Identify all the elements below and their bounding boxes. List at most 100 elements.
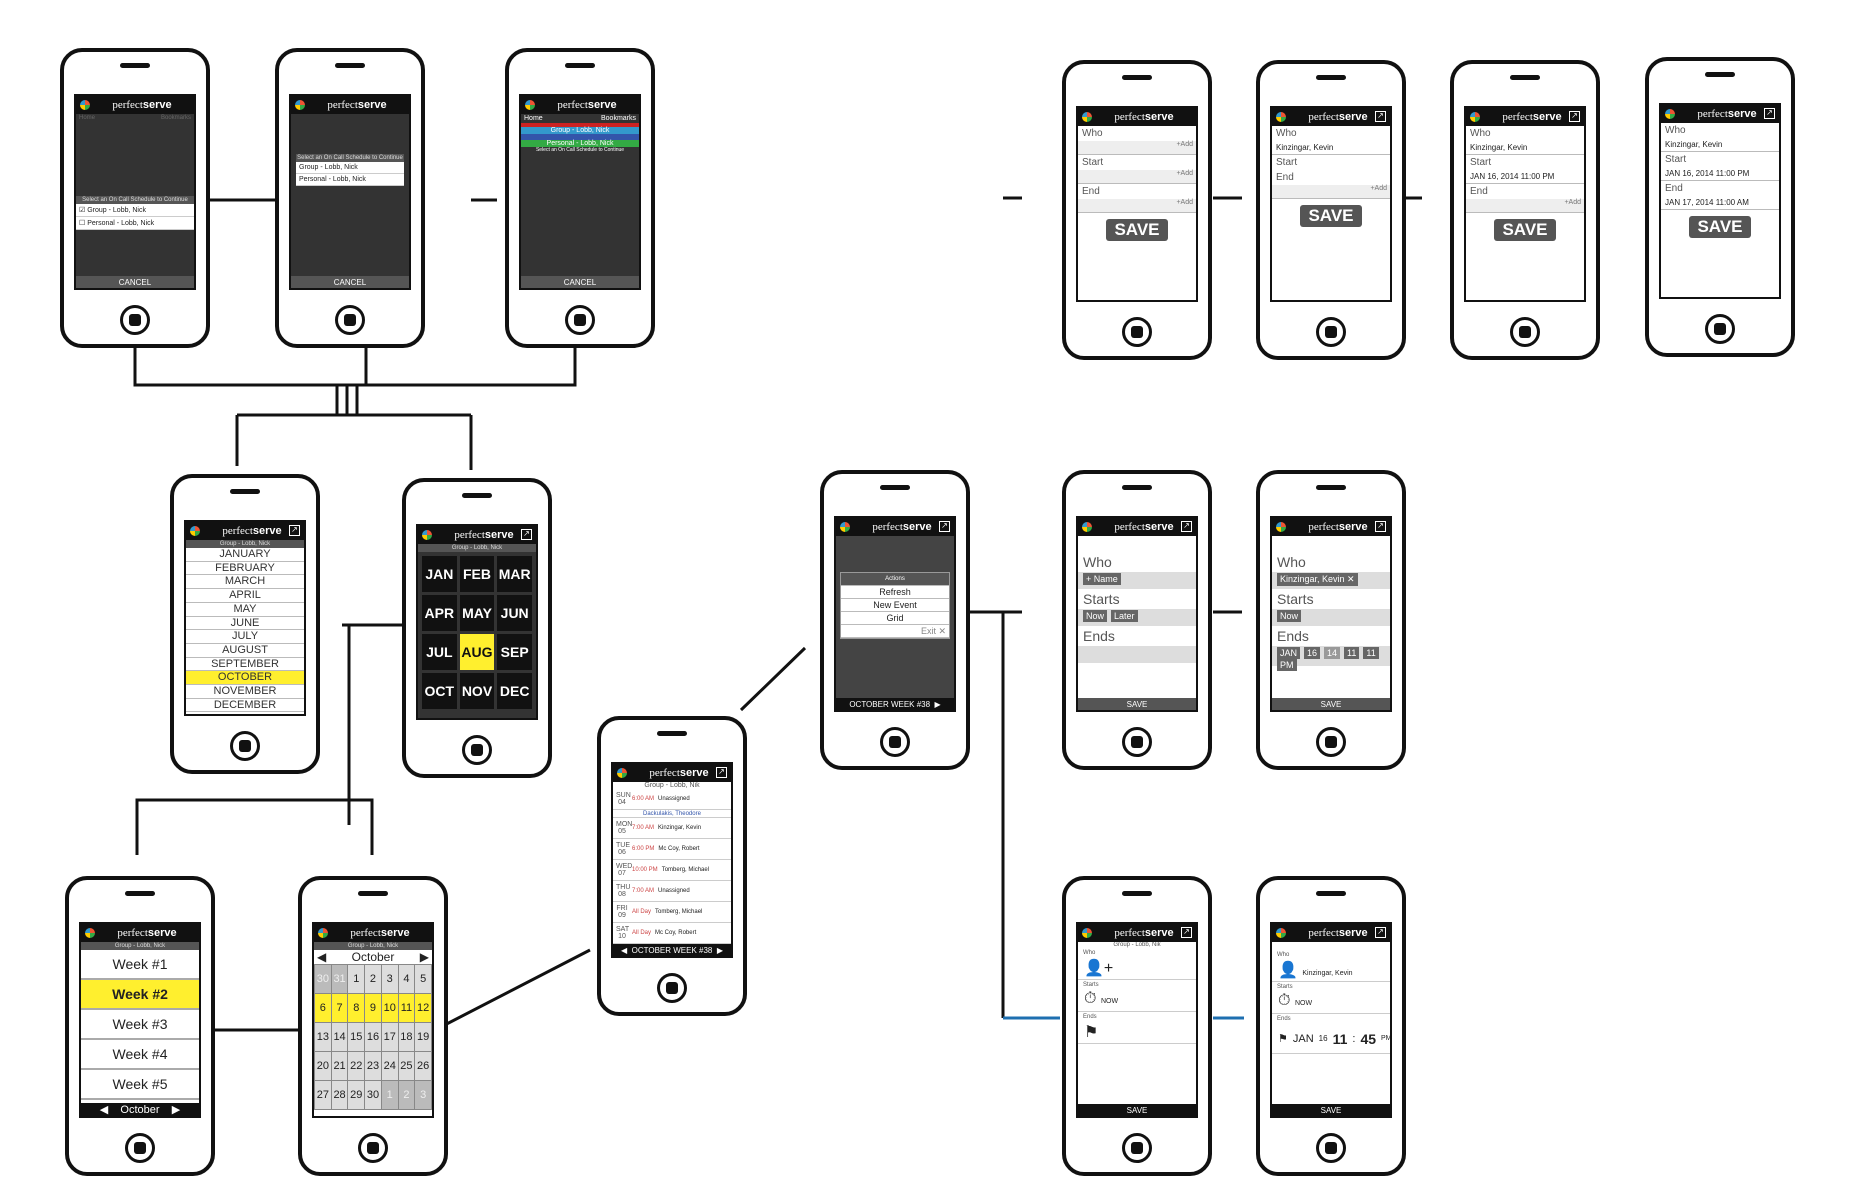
save-button[interactable]: SAVE (1689, 216, 1751, 238)
month-item[interactable]: JANUARY (186, 548, 304, 562)
stopwatch-icon[interactable]: ⏱ NOW (1078, 990, 1196, 1012)
home-button-icon[interactable] (1316, 727, 1346, 757)
share-icon[interactable]: ↗ (1764, 108, 1775, 119)
day-cell[interactable]: 17 (381, 1023, 398, 1051)
refresh-item[interactable]: Refresh (841, 586, 949, 599)
save-button[interactable]: SAVE (1078, 698, 1196, 710)
home-button-icon[interactable] (1705, 314, 1735, 344)
share-icon[interactable]: ↗ (521, 529, 532, 540)
day-cell[interactable]: 14 (331, 1023, 348, 1051)
day-cell[interactable]: 29 (348, 1081, 365, 1109)
day-cell[interactable]: 11 (398, 994, 415, 1022)
day-cell[interactable]: 9 (365, 994, 381, 1022)
share-icon[interactable]: ↗ (1181, 521, 1192, 532)
day-cell[interactable]: 6 (315, 994, 331, 1022)
start-add[interactable]: +Add (1078, 170, 1196, 184)
month-cell[interactable]: AUG (459, 634, 495, 670)
option-personal[interactable]: Personal - Lobb, Nick (296, 174, 404, 186)
month-item[interactable]: MARCH (186, 575, 304, 590)
day-cell[interactable]: 19 (415, 1023, 431, 1051)
month-item[interactable]: JULY (186, 630, 304, 644)
share-icon[interactable]: ↗ (1569, 111, 1580, 122)
day-cell[interactable]: 5 (415, 965, 431, 993)
cancel-button[interactable]: CANCEL (291, 276, 409, 288)
home-button-icon[interactable] (565, 305, 595, 335)
month-switcher[interactable]: ◀ October ▶ (81, 1103, 199, 1116)
home-button-icon[interactable] (230, 731, 260, 761)
option-personal[interactable]: Personal - Lobb, Nick (521, 140, 639, 147)
exit-button[interactable]: Exit ✕ (841, 625, 949, 638)
month-cell[interactable]: MAY (459, 595, 495, 631)
day-cell[interactable]: 13 (315, 1023, 331, 1051)
month-item[interactable]: OCTOBER (186, 671, 304, 686)
day-cell[interactable]: 30 (315, 965, 331, 993)
day-cell[interactable]: 1 (348, 965, 365, 993)
save-button[interactable]: SAVE (1300, 205, 1362, 227)
day-cell[interactable]: 23 (365, 1052, 381, 1080)
cancel-button[interactable]: CANCEL (521, 276, 639, 288)
day-cell[interactable]: 16 (365, 1023, 381, 1051)
save-button[interactable]: SAVE (1272, 1104, 1390, 1116)
later-chip[interactable]: Later (1111, 610, 1138, 622)
now-chip[interactable]: Now (1083, 610, 1108, 622)
share-icon[interactable]: ↗ (1375, 927, 1386, 938)
month-item[interactable]: APRIL (186, 589, 304, 603)
day-cell[interactable]: 15 (348, 1023, 365, 1051)
month-cell[interactable]: JAN (422, 556, 457, 592)
day-cell[interactable]: 30 (365, 1081, 381, 1109)
flag-icon[interactable]: ⚑ (1078, 1022, 1196, 1044)
month-item[interactable]: MAY (186, 603, 304, 617)
day-cell[interactable]: 1 (381, 1081, 398, 1109)
day-cell[interactable]: 28 (331, 1081, 348, 1109)
month-cell[interactable]: SEP (497, 634, 532, 670)
day-cell[interactable]: 21 (331, 1052, 348, 1080)
home-button-icon[interactable] (657, 973, 687, 1003)
end-add[interactable]: +Add (1078, 199, 1196, 213)
month-cell[interactable]: JUN (497, 595, 532, 631)
month-cell[interactable]: NOV (459, 673, 495, 709)
week-item[interactable]: Week #2 (81, 980, 199, 1010)
share-icon[interactable]: ↗ (1375, 111, 1386, 122)
day-cell[interactable]: 20 (315, 1052, 331, 1080)
month-item[interactable]: JUNE (186, 617, 304, 631)
month-item[interactable]: NOVEMBER (186, 685, 304, 699)
home-button-icon[interactable] (335, 305, 365, 335)
person-chip[interactable]: Kinzingar, Kevin ✕ (1277, 573, 1358, 586)
home-button-icon[interactable] (462, 735, 492, 765)
month-cell[interactable]: MAR (497, 556, 532, 592)
week-item[interactable]: Week #5 (81, 1070, 199, 1100)
week-item[interactable]: Week #3 (81, 1010, 199, 1040)
day-cell[interactable]: 7 (331, 994, 348, 1022)
day-cell[interactable]: 10 (381, 994, 398, 1022)
month-cell[interactable]: JUL (422, 634, 457, 670)
month-cell[interactable]: DEC (497, 673, 532, 709)
day-cell[interactable]: 3 (415, 1081, 431, 1109)
day-cell[interactable]: 8 (348, 994, 365, 1022)
home-button-icon[interactable] (1122, 727, 1152, 757)
share-icon[interactable]: ↗ (1375, 521, 1386, 532)
option-group[interactable]: Group - Lobb, Nick (521, 127, 639, 134)
month-item[interactable]: FEBRUARY (186, 562, 304, 576)
end-add[interactable]: +Add (1466, 199, 1584, 213)
home-button-icon[interactable] (1316, 1133, 1346, 1163)
now-chip[interactable]: Now (1277, 610, 1302, 622)
day-cell[interactable]: 3 (381, 965, 398, 993)
add-person-icon[interactable]: 👤+ (1078, 958, 1196, 980)
day-cell[interactable]: 22 (348, 1052, 365, 1080)
home-button-icon[interactable] (120, 305, 150, 335)
home-button-icon[interactable] (1510, 317, 1540, 347)
day-cell[interactable]: 25 (398, 1052, 415, 1080)
home-button-icon[interactable] (1122, 317, 1152, 347)
option-group[interactable]: Group - Lobb, Nick (296, 162, 404, 174)
home-button-icon[interactable] (1122, 1133, 1152, 1163)
save-button[interactable]: SAVE (1494, 219, 1556, 241)
month-item[interactable]: DECEMBER (186, 699, 304, 713)
home-button-icon[interactable] (1316, 317, 1346, 347)
